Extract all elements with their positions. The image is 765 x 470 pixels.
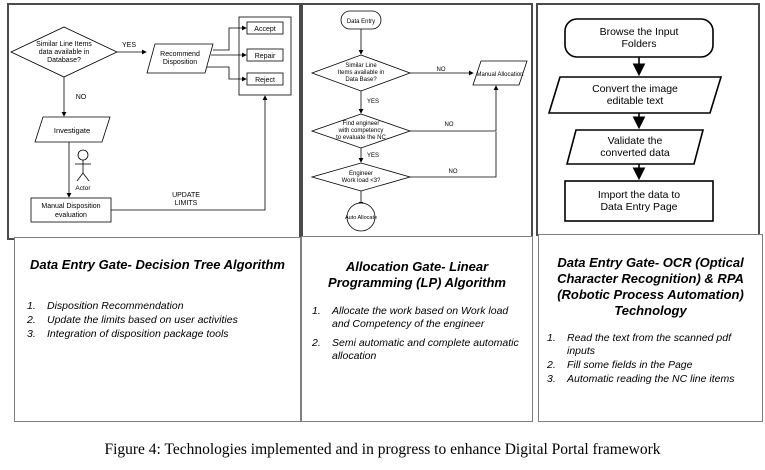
convert-image-node [547, 76, 723, 114]
no-label: NO [76, 94, 87, 101]
recommend-node [146, 43, 214, 74]
actor-figure [75, 149, 91, 182]
arrow-to-accept [213, 25, 247, 51]
step2-label-1: Convert the image [592, 83, 678, 95]
decision2-label-1: Find engineer [343, 121, 380, 127]
no-label-2: NO [445, 122, 454, 128]
step3-label-2: converted data [600, 147, 670, 159]
list-item: 1.Disposition Recommendation [27, 300, 184, 312]
list-item: 3.Integration of disposition package too… [27, 328, 229, 340]
investigate-label: Investigate [54, 126, 90, 135]
arrow-to-reject [207, 66, 247, 82]
decision1-label-1: Similar Line [345, 63, 377, 69]
import-data-node [564, 180, 714, 222]
decision-tree-flowchart: Similar Line Items data available in Dat… [10, 16, 292, 223]
ocr-description: Data Entry Gate- OCR (Optical Character … [538, 234, 763, 422]
data-entry-label: Data Entry [347, 19, 375, 25]
allocation-diagram: Data Entry Similar Line Items available … [301, 3, 533, 238]
yes-label-2: YES [367, 153, 379, 159]
reject-node [246, 72, 284, 86]
step3-label-1: Validate the [608, 135, 663, 147]
feature-list: 1.Read the text from the scanned pdf inp… [547, 332, 755, 387]
decision-tree-diagram: Similar Line Items data available in Dat… [7, 3, 301, 240]
recommend-label-2: Disposition [163, 59, 197, 66]
yes-label-1: YES [367, 99, 379, 105]
panel-title: Data Entry Gate- Decision Tree Algorithm [29, 257, 285, 272]
feature-list: 1.Allocate the work based on Work load a… [312, 305, 524, 364]
list-item: 2.Update the limits based on user activi… [27, 314, 238, 326]
actor-label: Actor [75, 185, 91, 192]
decision-tree-description: Data Entry Gate- Decision Tree Algorithm… [14, 237, 301, 422]
list-item: 1.Read the text from the scanned pdf inp… [547, 332, 732, 357]
decision-workload [310, 162, 412, 192]
no-label-3: NO [449, 169, 458, 175]
update-label-1: UPDATE [172, 192, 200, 199]
panel-title: Data Entry Gate- OCR (Optical Character … [557, 255, 744, 318]
no-label-1: NO [437, 67, 446, 73]
step4-label-1: Import the data to [598, 189, 680, 201]
accept-label: Accept [254, 26, 275, 33]
manual-label-2: evaluation [55, 212, 87, 219]
step1-label-2: Folders [621, 38, 656, 50]
allocation-flowchart: Data Entry Similar Line Items available … [310, 10, 528, 232]
decision2-label-3: to evaluate the NC [336, 135, 386, 141]
ocr-flowchart: Browse the Input Folders Convert the ima… [547, 18, 723, 222]
manual-allocation-label: Manual Allocation [476, 72, 523, 78]
auto-allocate-node [346, 202, 376, 232]
reject-label: Reject [255, 77, 275, 84]
recommend-label-1: Recommend [160, 51, 200, 58]
step4-label-2: Data Entry Page [600, 201, 677, 213]
decision3-label-2: Work load <3? [342, 178, 381, 184]
decision1-label-2: Items available in [338, 70, 384, 76]
ocr-diagram: Browse the Input Folders Convert the ima… [536, 3, 760, 236]
validate-data-node [565, 129, 705, 165]
update-label-2: LIMITS [175, 200, 198, 207]
feature-list: 1.Disposition Recommendation 2.Update th… [27, 300, 292, 342]
list-item: 1.Allocate the work based on Work load a… [312, 305, 509, 330]
decision1-label-3: Data Base? [345, 77, 377, 83]
decision2-label-2: with competency [338, 128, 384, 134]
manual-label-1: Manual Disposition [41, 203, 100, 210]
decision-label-3: Database? [47, 57, 81, 64]
yes-label: YES [122, 42, 136, 49]
figure-caption: Figure 4: Technologies implemented and i… [104, 441, 661, 458]
panel-title: Allocation Gate- Linear Programming (LP)… [328, 259, 506, 290]
auto-allocate-label: Auto Allocate [345, 215, 377, 221]
update-limits-arrow [111, 95, 268, 211]
investigate-node [34, 116, 111, 143]
decision-label-1: Similar Line Items [36, 41, 92, 48]
list-item: 2.Semi automatic and complete automatic … [312, 337, 519, 362]
allocation-description: Allocation Gate- Linear Programming (LP)… [301, 236, 533, 422]
repair-label: Repair [255, 53, 276, 60]
decision3-label-1: Engineer [349, 171, 373, 177]
list-item: 3.Automatic reading the NC line items [547, 373, 735, 385]
no-arrow-3 [410, 132, 497, 178]
step2-label-2: editable text [607, 95, 664, 107]
manual-evaluation-node [30, 197, 112, 223]
list-item: 2.Fill some fields in the Page [547, 359, 693, 371]
decision-label-2: data available in [39, 49, 90, 56]
no-arrow-2 [410, 85, 499, 132]
accept-node [246, 21, 284, 35]
repair-node [246, 48, 284, 62]
step1-label-1: Browse the Input [600, 26, 679, 38]
manual-allocation-node [472, 60, 528, 86]
